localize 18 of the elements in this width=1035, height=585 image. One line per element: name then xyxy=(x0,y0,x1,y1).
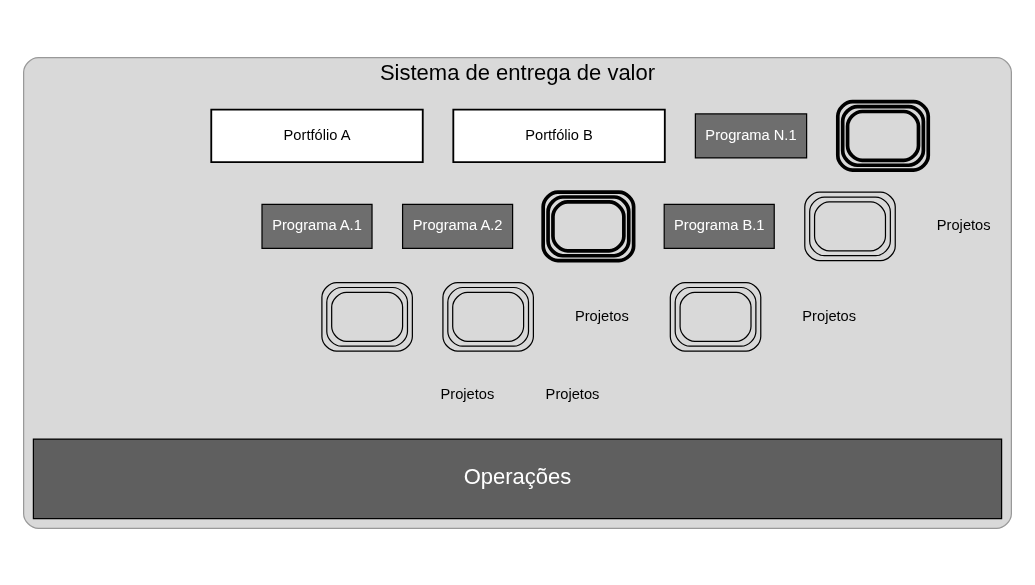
label: Projetos xyxy=(936,216,991,233)
node-box xyxy=(835,99,931,172)
node-box: Programa B.1 xyxy=(663,203,775,249)
label: Projetos xyxy=(440,385,495,402)
node-box: Programa A.2 xyxy=(401,203,514,249)
node-box xyxy=(541,189,636,262)
node-box xyxy=(442,281,534,352)
node-box xyxy=(669,281,762,352)
label: Projetos xyxy=(545,385,600,402)
node-box: Programa N.1 xyxy=(694,112,808,158)
node-box: Portfólio B xyxy=(452,108,666,163)
node-box: Portfólio A xyxy=(210,108,424,163)
node-box xyxy=(321,281,413,352)
node-box xyxy=(804,191,896,261)
label: Projetos xyxy=(802,307,857,324)
node-box: Programa A.1 xyxy=(261,203,373,249)
label: Projetos xyxy=(574,307,629,324)
node-box: Operações xyxy=(32,437,1003,519)
